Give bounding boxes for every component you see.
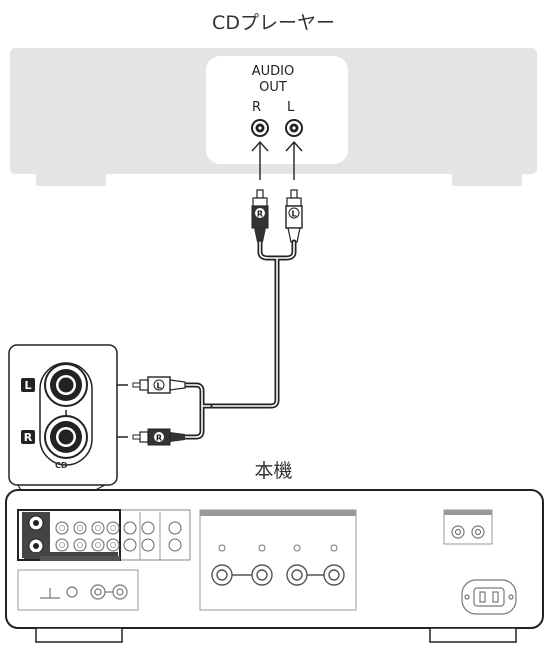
- cd-player-title: CDプレーヤー: [212, 12, 335, 34]
- rca-plug-r: R: [251, 189, 269, 242]
- amplifier-unit: [5, 489, 544, 643]
- cd-player: [10, 48, 537, 186]
- audio-out-line1: AUDIO: [251, 64, 295, 79]
- svg-text:R: R: [257, 210, 263, 219]
- cd-input-zoom: L R: [8, 344, 118, 513]
- svg-text:R: R: [156, 434, 162, 443]
- channel-r-label: R: [252, 100, 262, 115]
- unit-label: 本機: [254, 460, 293, 482]
- input-mark-r: R: [21, 430, 35, 444]
- cd-input-label: CD: [55, 461, 68, 470]
- svg-text:L: L: [24, 379, 31, 392]
- svg-text:R: R: [24, 431, 33, 444]
- channel-l-label: L: [287, 100, 295, 115]
- input-mark-l: L: [21, 378, 35, 392]
- cd-output-jack-r: [251, 119, 269, 137]
- ac-inlet: [461, 579, 517, 615]
- rca-plug-r-input: R: [132, 428, 185, 446]
- cd-input-jack-r: [44, 415, 88, 459]
- svg-text:L: L: [291, 210, 296, 219]
- rca-plug-l-input: L: [132, 376, 186, 394]
- speaker-terminals: [211, 564, 345, 586]
- svg-text:L: L: [156, 382, 161, 391]
- audio-out-line2: OUT: [259, 80, 287, 95]
- cd-output-jack-l: [285, 119, 303, 137]
- rca-plug-l: L: [285, 189, 303, 243]
- plug-direction-arrows: [251, 140, 303, 180]
- rca-cable: [182, 239, 297, 440]
- audio-out-panel: [206, 56, 348, 164]
- cd-input-jack-l: [44, 363, 88, 407]
